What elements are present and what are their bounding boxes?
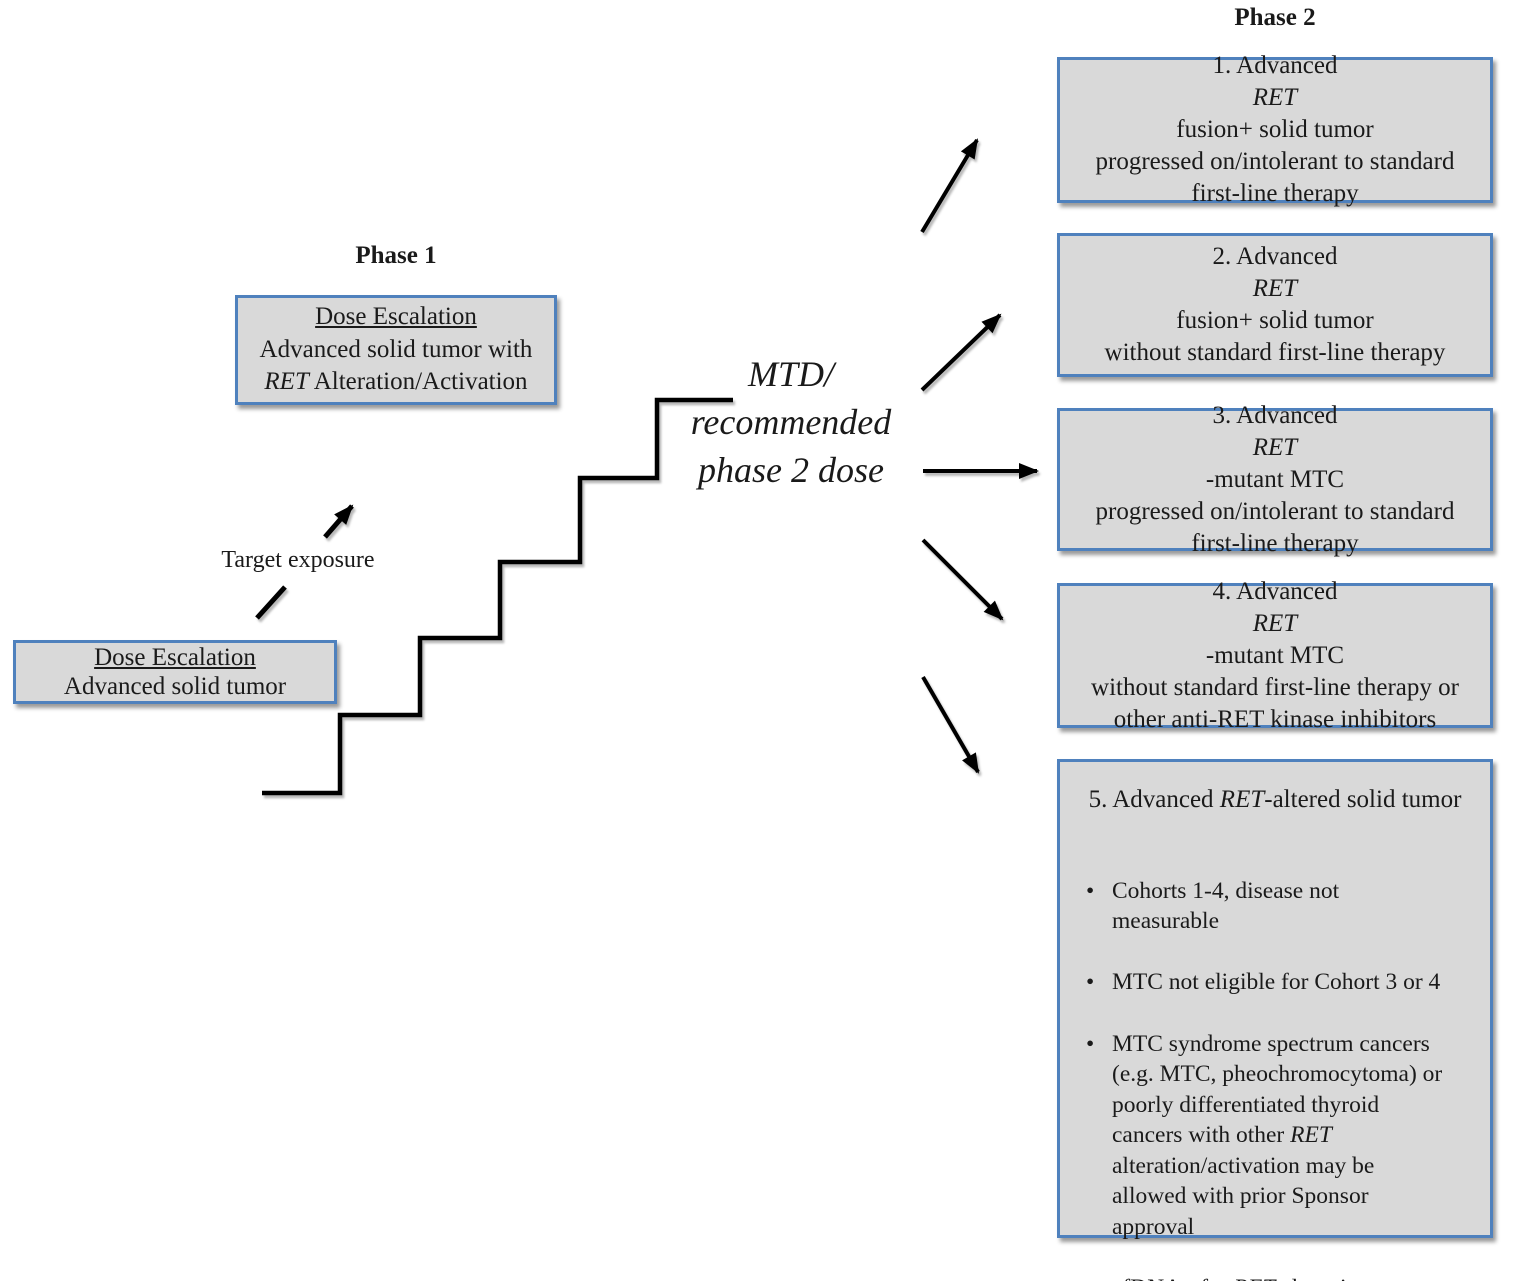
phase-2-heading: Phase 2: [1234, 4, 1316, 31]
cohort-5-title: 5. Advanced RET-altered solid tumor: [1088, 786, 1462, 813]
cohort-5-bullet-3: MTC syndrome spectrum cancers (e.g. MTC,…: [1080, 1029, 1476, 1243]
phase-1-heading: Phase 1: [355, 242, 437, 269]
cohort-2-box: 2. Advanced RET fusion+ solid tumor with…: [1057, 233, 1493, 377]
dose-escalation-box-title: Dose Escalation: [94, 643, 256, 671]
cohort-4-box: 4. Advanced RET-mutant MTC without stand…: [1057, 578, 1493, 733]
mtd-recommended-dose-label: MTD/ recommended phase 2 dose: [690, 354, 892, 491]
dose-escalation-ret-box-title: Dose Escalation: [315, 303, 477, 331]
arrow-to-cohort-1: [920, 138, 979, 234]
arrow-to-cohort-4: [921, 538, 1004, 621]
cohort-3-box: 3. Advanced RET-mutant MTC progressed on…: [1057, 402, 1493, 557]
target-exposure-label: Target exposure: [221, 547, 375, 573]
dose-escalation-ret-box-body: Advanced solid tumor with RET Alteration…: [259, 335, 533, 396]
cohort-5-bullet-1: Cohorts 1-4, disease not measurable: [1080, 876, 1476, 937]
target-exposure-arrow-upper-segment: [323, 504, 354, 539]
target-exposure-arrow-lower-segment: [255, 585, 287, 620]
dose-escalation-box-body: Advanced solid tumor: [63, 673, 287, 700]
cohort-1-box: 1. Advanced RET fusion+ solid tumor prog…: [1057, 52, 1493, 207]
arrow-to-cohort-5: [921, 675, 980, 774]
cohort-5-bullet-2: MTC not eligible for Cohort 3 or 4: [1080, 967, 1476, 998]
cohort-5-bullet-4: cfDNA+ for RET alteration not known to b…: [1080, 1273, 1476, 1281]
cohort-5-box: 5. Advanced RET-altered solid tumor Coho…: [1057, 759, 1493, 1281]
cohort-5-bullet-list: Cohorts 1-4, disease not measurable MTC …: [1074, 845, 1476, 1281]
